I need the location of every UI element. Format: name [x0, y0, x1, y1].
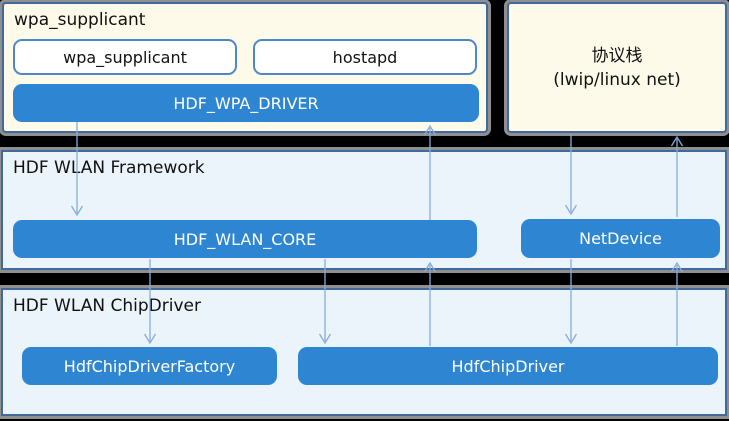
box-hdf-wpa-driver: HDF_WPA_DRIVER [13, 84, 479, 122]
protocol-stack-subtitle: (lwip/linux net) [553, 69, 681, 90]
box-wpa-supplicant: wpa_supplicant [13, 39, 237, 75]
box-hdf-wlan-core: HDF_WLAN_CORE [13, 220, 477, 258]
box-hostapd: hostapd [253, 39, 477, 75]
panel-hdf-wlan-framework-label: HDF WLAN Framework [13, 158, 205, 178]
box-hdf-chip-driver: HdfChipDriver [298, 347, 718, 385]
box-hdf-chip-driver-factory-label: HdfChipDriverFactory [63, 356, 236, 376]
panel-hdf-wlan-chipdriver-label: HDF WLAN ChipDriver [13, 296, 201, 316]
box-hostapd-label: hostapd [332, 47, 398, 67]
box-hdf-wlan-core-label: HDF_WLAN_CORE [173, 229, 317, 249]
box-hdf-wpa-driver-label: HDF_WPA_DRIVER [173, 93, 319, 113]
box-hdf-chip-driver-factory: HdfChipDriverFactory [22, 347, 277, 385]
box-netdevice: NetDevice [521, 219, 720, 258]
box-hdf-chip-driver-label: HdfChipDriver [451, 356, 565, 376]
protocol-stack-title: 协议栈 [591, 45, 643, 66]
panel-wpa-supplicant-label: wpa_supplicant [14, 10, 146, 30]
box-netdevice-label: NetDevice [579, 229, 662, 248]
panel-protocol-stack: 协议栈 (lwip/linux net) [507, 2, 727, 133]
box-wpa-supplicant-label: wpa_supplicant [63, 47, 187, 67]
